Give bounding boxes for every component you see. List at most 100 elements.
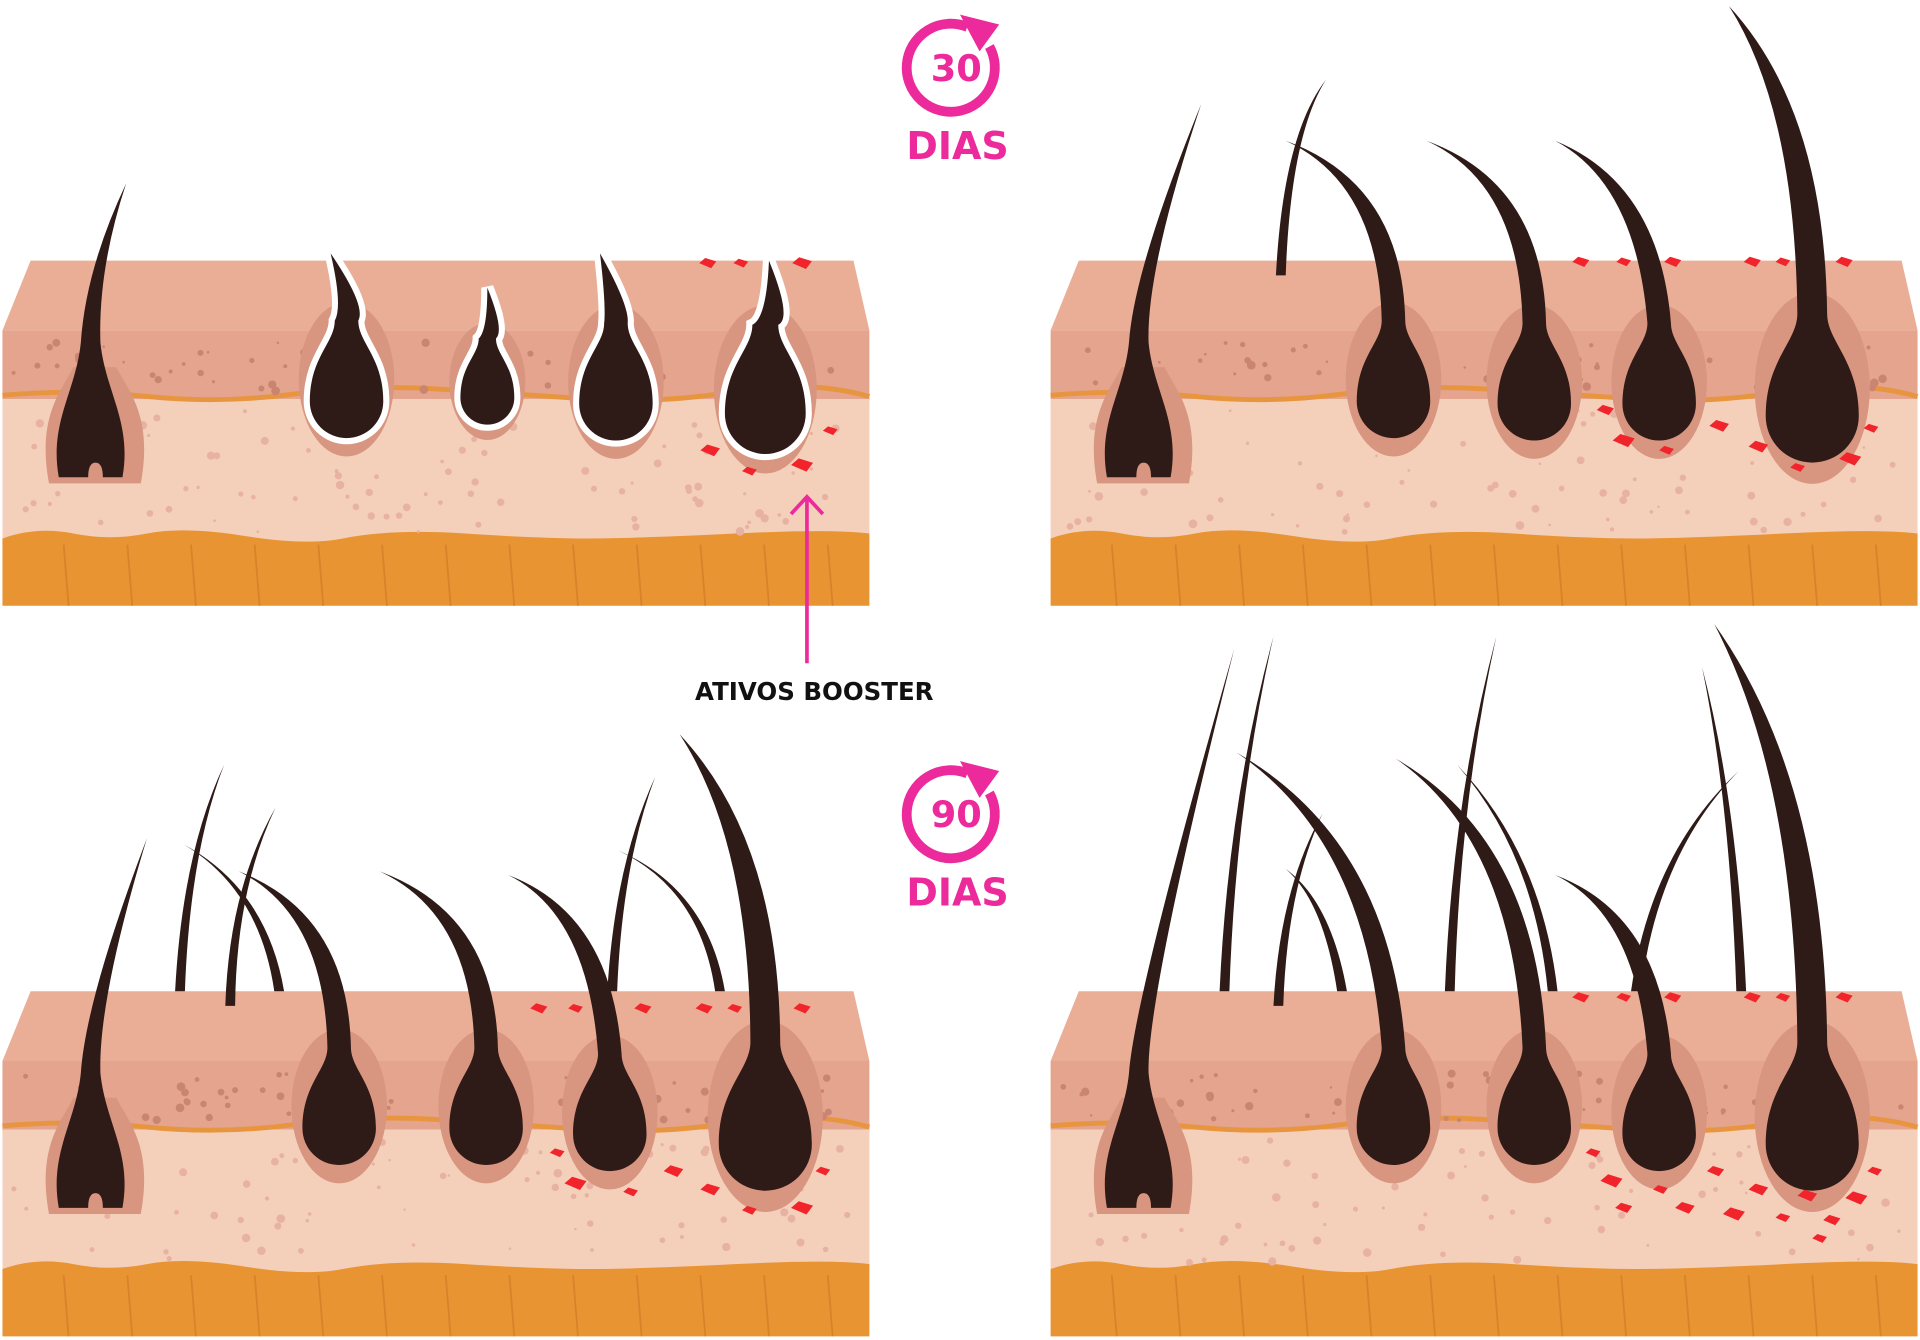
skin-dot bbox=[678, 1222, 685, 1229]
skin-dot bbox=[1487, 484, 1495, 492]
skin-dot bbox=[1609, 527, 1615, 532]
skin-dot bbox=[1233, 372, 1237, 376]
skin-dot bbox=[836, 1144, 844, 1153]
skin-dot bbox=[570, 1193, 577, 1200]
skin-dot bbox=[691, 422, 698, 428]
skin-dot bbox=[544, 382, 552, 389]
fat-cell-divider bbox=[126, 1275, 134, 1337]
skin-dot bbox=[213, 519, 216, 523]
skin-dot bbox=[632, 523, 640, 531]
skin-dot bbox=[700, 1148, 709, 1157]
skin-dot bbox=[662, 444, 667, 449]
skin-dot bbox=[237, 1216, 244, 1224]
hair-shaft bbox=[1285, 868, 1347, 992]
skin-dot bbox=[194, 1077, 200, 1082]
skin-dot bbox=[1240, 341, 1246, 348]
booster-particle bbox=[742, 466, 757, 476]
skin-dot bbox=[1679, 474, 1687, 481]
skin-dot bbox=[824, 1108, 832, 1116]
skin-dot bbox=[54, 363, 60, 369]
hair bbox=[460, 287, 515, 425]
skin-dot bbox=[305, 1218, 310, 1223]
skin-dot bbox=[260, 436, 269, 445]
skin-dot bbox=[1270, 512, 1275, 517]
hair-shaft bbox=[1444, 636, 1497, 992]
skin-dot bbox=[11, 370, 16, 375]
skin-dot bbox=[1866, 345, 1871, 350]
skin-dot bbox=[1311, 1172, 1319, 1180]
skin-dot bbox=[1460, 440, 1467, 447]
fat-cell-divider bbox=[1238, 1275, 1245, 1337]
fat-cell-divider bbox=[1238, 544, 1245, 606]
skin-dot bbox=[844, 1211, 851, 1219]
booster-particle bbox=[1790, 463, 1805, 472]
hair bbox=[1395, 758, 1572, 1166]
booster-particle bbox=[1839, 452, 1862, 466]
skin-dot bbox=[146, 510, 154, 517]
fat-cell-divider bbox=[1110, 544, 1118, 606]
skin-dot bbox=[24, 1206, 29, 1211]
skin-dot bbox=[780, 1208, 789, 1217]
skin-dot bbox=[1206, 514, 1214, 522]
skin-dot bbox=[1723, 1084, 1728, 1090]
skin-dot bbox=[1739, 1180, 1744, 1185]
skin-dot bbox=[669, 1144, 677, 1152]
skin-dot bbox=[1391, 1183, 1399, 1191]
skin-dot bbox=[1619, 496, 1628, 504]
hair-telogen bbox=[56, 838, 147, 1208]
booster-particle bbox=[793, 1003, 811, 1014]
skin-dot bbox=[1302, 343, 1308, 349]
skin-dot bbox=[1447, 1171, 1456, 1180]
skin-dot bbox=[809, 467, 814, 471]
skin-dot bbox=[274, 1222, 282, 1230]
skin-dot bbox=[1219, 1240, 1226, 1246]
hair bbox=[508, 874, 647, 1172]
skin-dot bbox=[179, 1168, 188, 1177]
skin-dot bbox=[1197, 358, 1203, 363]
skin-dot bbox=[1889, 461, 1896, 468]
hair bbox=[379, 871, 523, 1166]
fat-cell-divider bbox=[1365, 1275, 1373, 1337]
booster-particle bbox=[1835, 256, 1853, 268]
skin-dot bbox=[536, 1170, 541, 1175]
skin-dot bbox=[1750, 461, 1755, 466]
skin-dot bbox=[335, 480, 345, 490]
skin-dot bbox=[1878, 374, 1887, 384]
fat-cell-divider bbox=[699, 544, 707, 606]
skin-dot bbox=[365, 488, 373, 497]
hair-telogen bbox=[1104, 104, 1202, 478]
skin-dot bbox=[244, 1180, 250, 1186]
hair bbox=[1285, 140, 1431, 439]
skin-dot bbox=[820, 1089, 825, 1093]
skin-dot bbox=[1066, 523, 1074, 530]
skin-dot bbox=[1548, 523, 1552, 527]
skin-dot bbox=[700, 1087, 709, 1096]
skin-dot bbox=[251, 494, 256, 500]
skin-dot bbox=[206, 350, 210, 354]
fat-cell-divider bbox=[1811, 1275, 1819, 1337]
skin-dot bbox=[1698, 1190, 1706, 1199]
fat-cell-divider bbox=[508, 544, 516, 606]
skin-dot bbox=[471, 436, 478, 443]
skin-dot bbox=[755, 509, 764, 518]
skin-dot bbox=[1157, 361, 1161, 364]
skin-dot bbox=[1140, 488, 1148, 496]
skin-dot bbox=[1596, 1077, 1603, 1085]
skin-dot bbox=[55, 490, 61, 497]
skin-dot bbox=[1558, 485, 1565, 492]
skin-dot bbox=[659, 1237, 666, 1244]
skin-dot bbox=[1341, 528, 1348, 535]
booster-particle bbox=[733, 258, 749, 268]
skin-dot bbox=[1847, 1229, 1855, 1237]
skin-dot bbox=[1206, 1094, 1214, 1102]
skin-dot bbox=[334, 472, 343, 480]
booster-particle bbox=[564, 1176, 587, 1190]
skin-dot bbox=[438, 500, 443, 505]
hair-shaft bbox=[1275, 79, 1327, 276]
skin-dot bbox=[684, 484, 692, 492]
skin-dot bbox=[122, 360, 125, 364]
fat-cell-divider bbox=[62, 1275, 70, 1337]
skin-dot bbox=[249, 357, 255, 364]
booster-particle bbox=[1748, 440, 1769, 453]
skin-dot bbox=[1463, 366, 1466, 369]
